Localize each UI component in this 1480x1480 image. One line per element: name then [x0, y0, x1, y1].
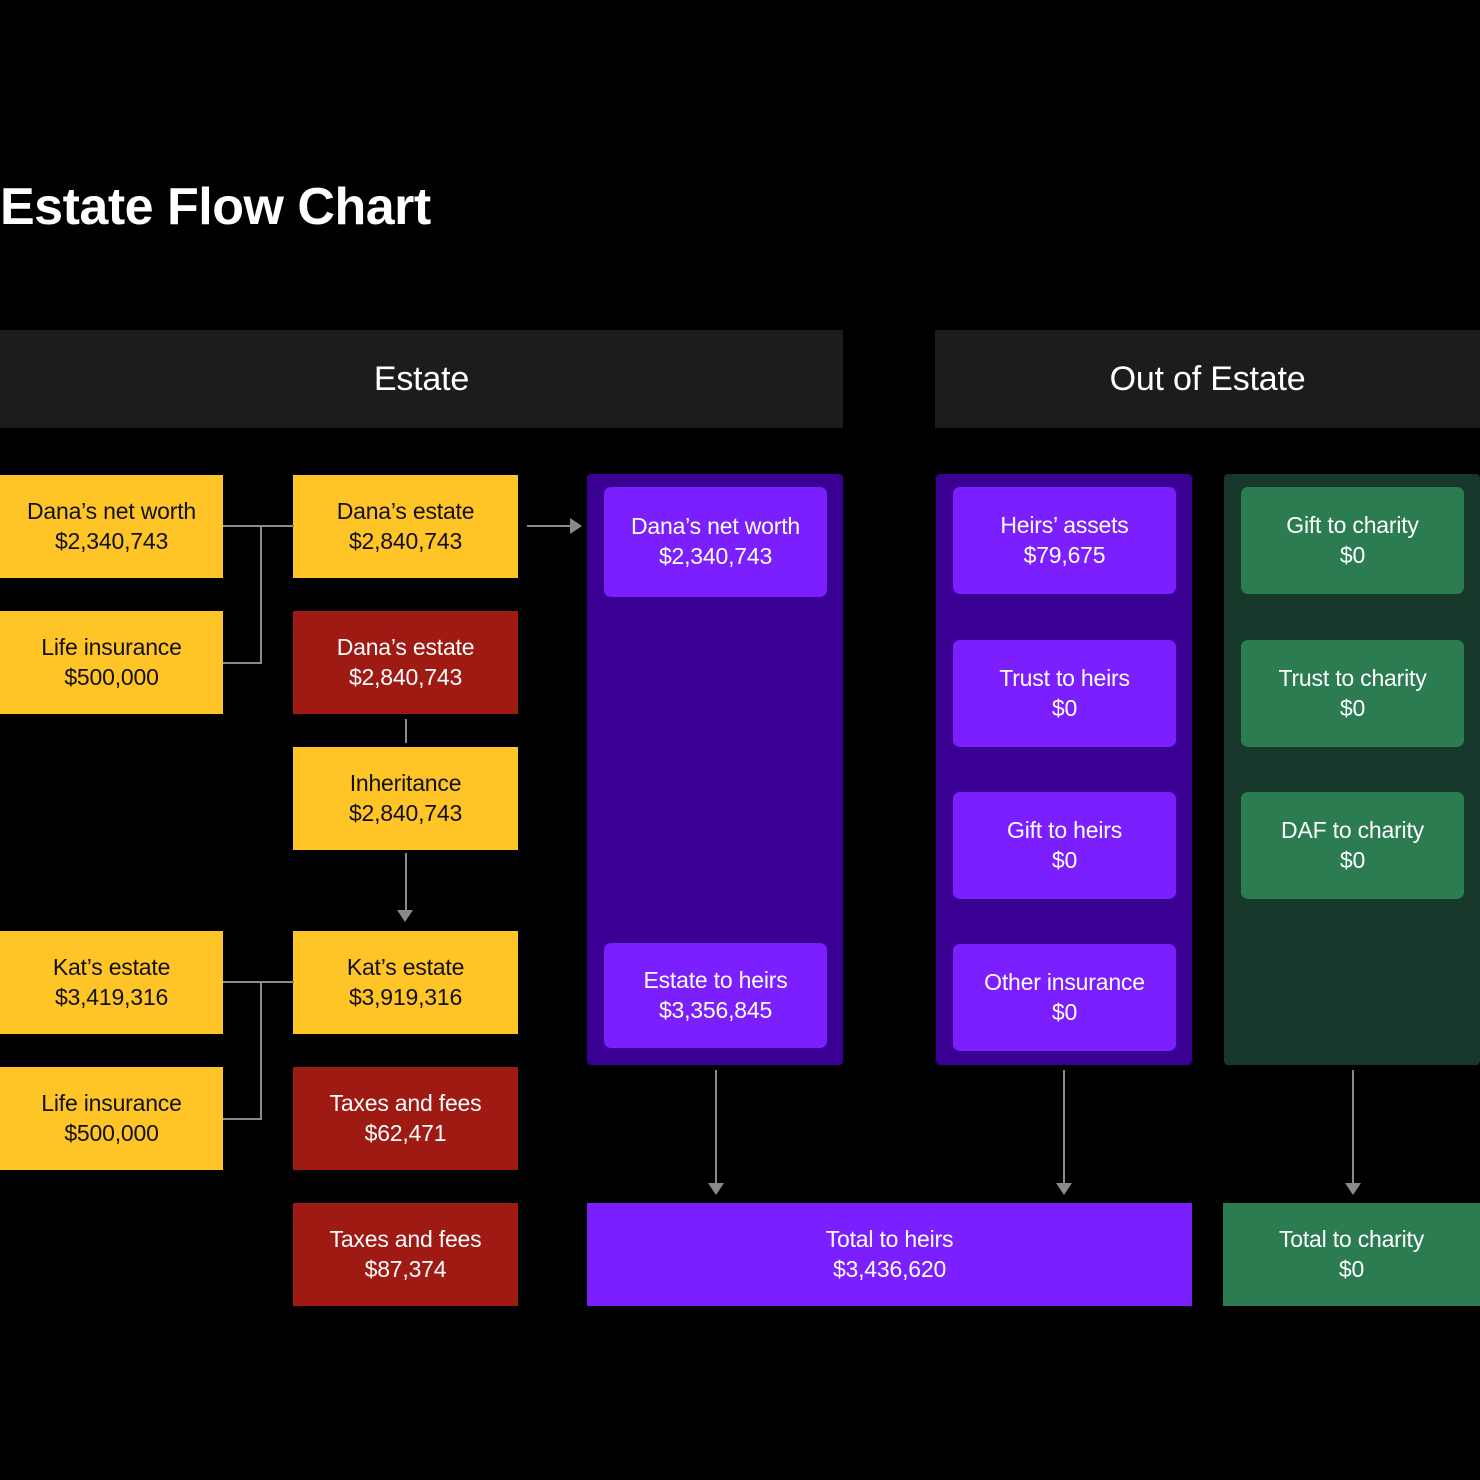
node-value: $79,675	[1023, 541, 1106, 568]
node-label: Taxes and fees	[329, 1089, 482, 1116]
connector-kat-to-estate	[260, 981, 294, 983]
arrowhead-dana-estate-to-column	[570, 518, 582, 534]
node-kat-estate-total[interactable]: Kat’s estate $3,919,316	[293, 931, 518, 1034]
connector-kat-estate-horizontal	[223, 981, 262, 983]
node-label: Other insurance	[984, 968, 1145, 995]
node-label: Gift to charity	[1286, 511, 1419, 538]
arrowhead-heirs-column-to-total	[1056, 1183, 1072, 1195]
connector-dana-estate-to-column	[527, 525, 574, 527]
node-taxes-and-fees-1[interactable]: Taxes and fees $62,471	[293, 1067, 518, 1170]
node-value: $62,471	[364, 1119, 447, 1146]
node-value: $500,000	[64, 663, 159, 690]
node-other-insurance[interactable]: Other insurance $0	[953, 944, 1176, 1051]
node-value: $3,919,316	[348, 983, 463, 1010]
connector-charity-column-to-total	[1352, 1070, 1354, 1188]
node-dana-estate-combined[interactable]: Dana’s estate $2,840,743	[293, 475, 518, 578]
connector-kat-vertical	[260, 981, 262, 1120]
connector-heirs-column-to-total	[1063, 1070, 1065, 1188]
node-value: $0	[1051, 846, 1078, 873]
node-label: Trust to charity	[1278, 664, 1427, 691]
node-label: Total to charity	[1278, 1225, 1425, 1252]
node-label: Trust to heirs	[999, 664, 1130, 691]
node-inheritance[interactable]: Inheritance $2,840,743	[293, 747, 518, 850]
node-dana-net-worth-source[interactable]: Dana’s net worth $2,340,743	[0, 475, 223, 578]
connector-dana-lifeins-horizontal	[223, 662, 262, 664]
node-label: Dana’s estate	[336, 497, 475, 524]
connector-kat-lifeins-horizontal	[223, 1118, 262, 1120]
node-value: $500,000	[64, 1119, 159, 1146]
node-label: Gift to heirs	[1007, 816, 1122, 843]
node-value: $2,340,743	[658, 543, 773, 569]
node-value: $2,340,743	[54, 527, 169, 554]
connector-dana-networth-horizontal	[223, 525, 262, 527]
node-value: $3,436,620	[832, 1255, 947, 1282]
node-label: Life insurance	[41, 1089, 182, 1116]
node-value: $87,374	[364, 1255, 447, 1282]
node-value: $0	[1339, 694, 1366, 721]
node-label: Taxes and fees	[329, 1225, 482, 1252]
node-dana-life-insurance[interactable]: Life insurance $500,000	[0, 611, 223, 714]
node-trust-to-heirs[interactable]: Trust to heirs $0	[953, 640, 1176, 747]
connector-dana-to-estate	[260, 525, 294, 527]
node-kat-life-insurance[interactable]: Life insurance $500,000	[0, 1067, 223, 1170]
node-gift-to-heirs[interactable]: Gift to heirs $0	[953, 792, 1176, 899]
arrowhead-estate-column-to-total	[708, 1183, 724, 1195]
node-value: $3,419,316	[54, 983, 169, 1010]
page-title: Estate Flow Chart	[0, 178, 431, 236]
node-label: Kat’s estate	[52, 953, 171, 980]
node-label: Dana’s net worth	[27, 497, 196, 524]
node-daf-to-charity[interactable]: DAF to charity $0	[1241, 792, 1464, 899]
connector-dana-estate-red-to-inheritance	[405, 719, 407, 743]
node-gift-to-charity[interactable]: Gift to charity $0	[1241, 487, 1464, 594]
node-value: $0	[1051, 998, 1078, 1025]
node-total-to-heirs[interactable]: Total to heirs $3,436,620	[587, 1203, 1192, 1306]
node-value: $0	[1339, 846, 1366, 873]
node-value: $2,840,743	[348, 799, 463, 826]
node-kat-estate-source[interactable]: Kat’s estate $3,419,316	[0, 931, 223, 1034]
node-value: $0	[1339, 541, 1366, 568]
node-value: $2,840,743	[348, 527, 463, 554]
node-label: DAF to charity	[1281, 816, 1424, 843]
section-header-estate-label: Estate	[373, 359, 470, 398]
section-header-estate: Estate	[0, 330, 843, 428]
node-total-to-charity[interactable]: Total to charity $0	[1223, 1203, 1480, 1306]
node-heirs-assets[interactable]: Heirs’ assets $79,675	[953, 487, 1176, 594]
node-label: Inheritance	[349, 769, 462, 796]
node-estate-to-heirs[interactable]: Estate to heirs $3,356,845	[604, 943, 827, 1048]
node-trust-to-charity[interactable]: Trust to charity $0	[1241, 640, 1464, 747]
connector-estate-column-to-total	[715, 1070, 717, 1188]
node-label: Life insurance	[41, 633, 182, 660]
node-label: Dana’s estate	[336, 633, 475, 660]
node-taxes-and-fees-2[interactable]: Taxes and fees $87,374	[293, 1203, 518, 1306]
node-value: $3,356,845	[658, 996, 773, 1023]
node-dana-estate-taxable[interactable]: Dana’s estate $2,840,743	[293, 611, 518, 714]
node-dana-net-worth-column[interactable]: Dana’s net worth $2,340,743	[604, 487, 827, 597]
node-value: $2,840,743	[348, 663, 463, 690]
node-label: Kat’s estate	[346, 953, 465, 980]
node-value: $0	[1051, 694, 1078, 721]
node-label: Estate to heirs	[643, 966, 788, 993]
section-header-out-of-estate-label: Out of Estate	[1109, 359, 1306, 398]
node-label: Total to heirs	[825, 1225, 954, 1252]
arrowhead-charity-column-to-total	[1345, 1183, 1361, 1195]
connector-dana-vertical	[260, 525, 262, 664]
node-label: Dana’s net worth	[631, 513, 800, 540]
node-label: Heirs’ assets	[1000, 511, 1129, 538]
arrowhead-inheritance-to-kat	[397, 910, 413, 922]
node-value: $0	[1338, 1255, 1365, 1282]
section-header-out-of-estate: Out of Estate	[935, 330, 1480, 428]
connector-inheritance-to-kat	[405, 853, 407, 916]
